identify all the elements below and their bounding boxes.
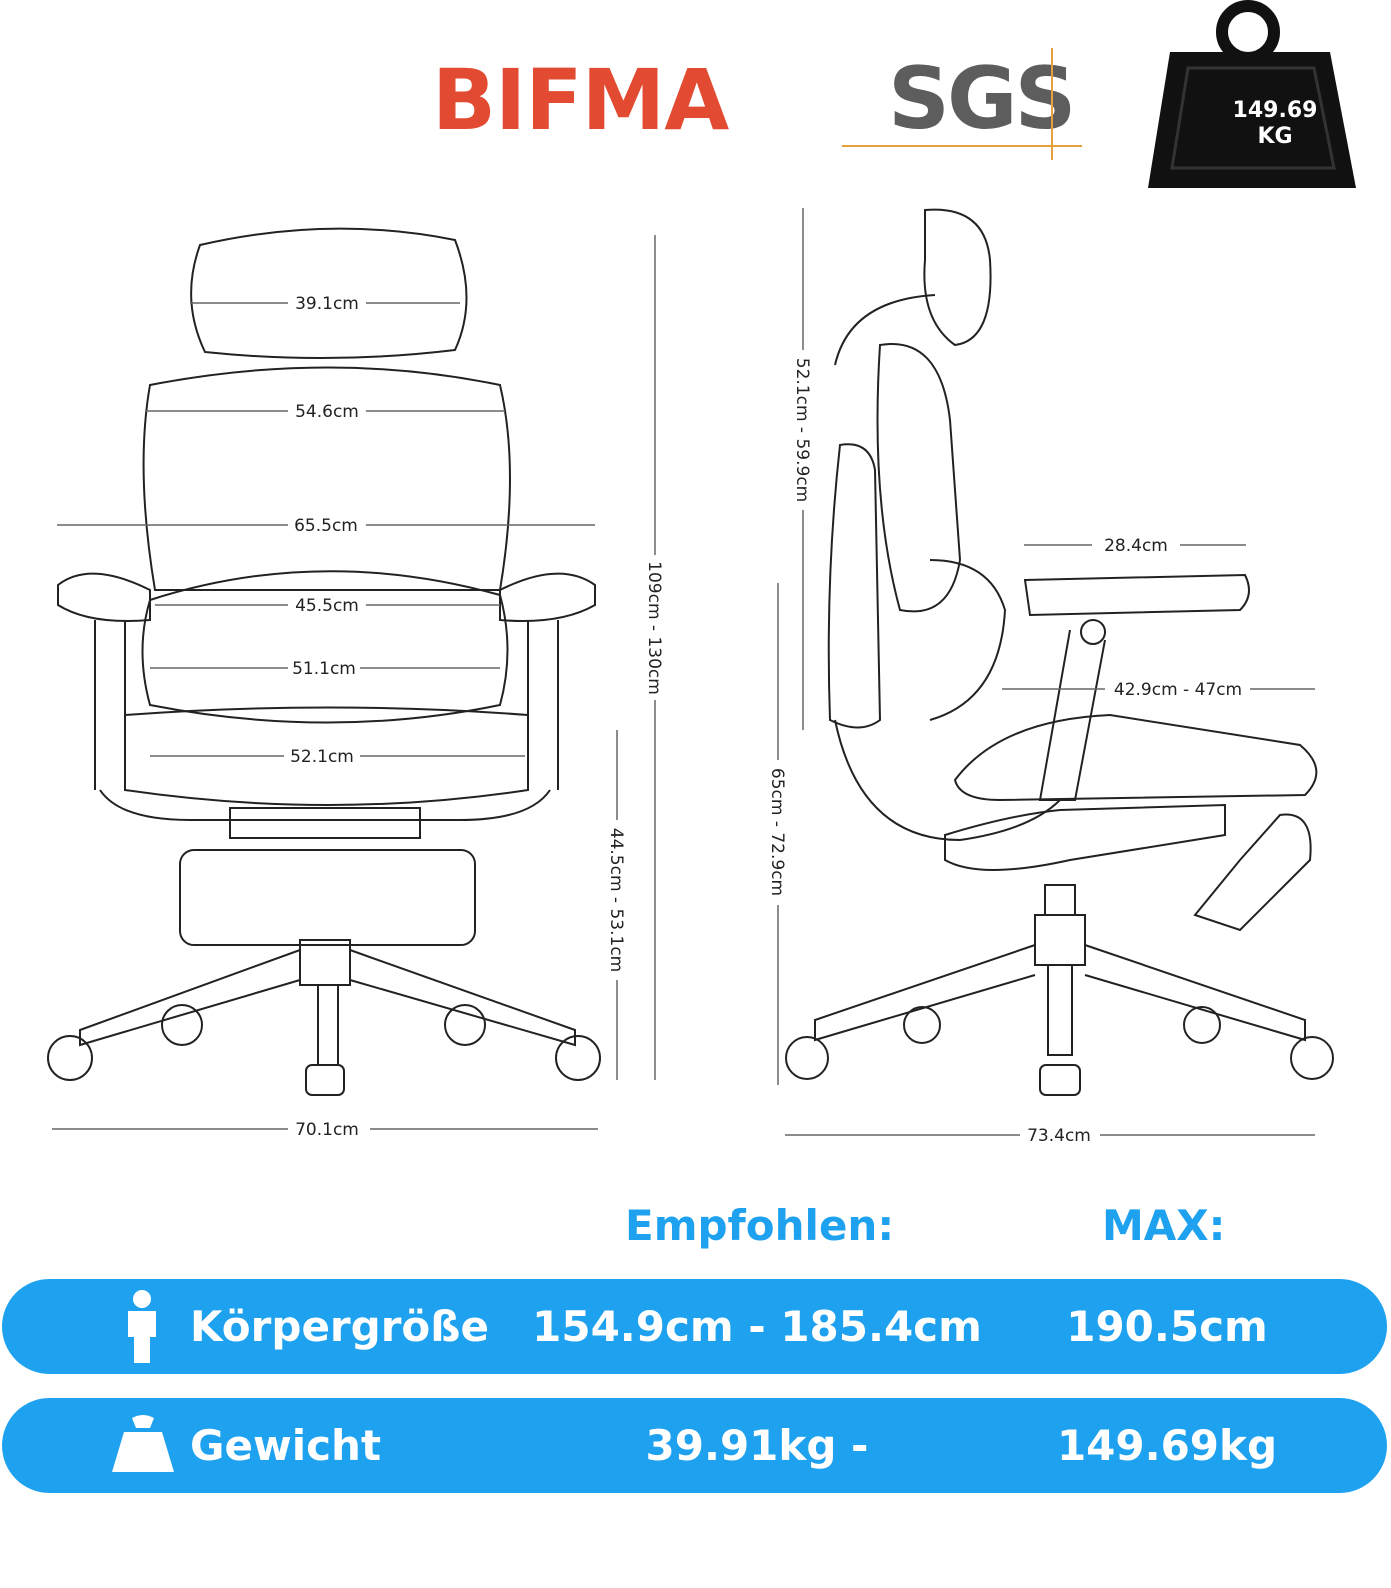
dim-total-height: 109cm - 130cm [644, 561, 664, 695]
sgs-logo: SGS [888, 49, 1076, 149]
table-row-height: Körpergröße 154.9cm - 185.4cm 190.5cm [2, 1279, 1387, 1374]
dim-seat-height: 44.5cm - 53.1cm [606, 828, 626, 972]
weight-bag-icon [112, 1415, 174, 1472]
weight-unit: KG [1257, 124, 1293, 149]
front-dimension-lines [52, 235, 656, 1130]
row-range: 39.91kg - 149.69kg [645, 1421, 869, 1565]
row-range: 154.9cm - 185.4cm [532, 1302, 982, 1351]
table-row-weight: Gewicht 39.91kg - 149.69kg 149.69kg [2, 1398, 1387, 1565]
sgs-underline [842, 145, 1082, 147]
dim-back-width: 54.6cm [295, 402, 359, 422]
front-chair-outline [47, 227, 601, 1096]
row-max: 149.69kg [1056, 1421, 1278, 1470]
person-icon [128, 1290, 156, 1363]
side-dimension-lines [777, 208, 1315, 1136]
dim-lumbar-width: 45.5cm [295, 596, 359, 616]
weight-label: 149.69 KG [1165, 98, 1385, 150]
bifma-logo: BIFMA [432, 51, 729, 149]
dim-headrest-width: 39.1cm [295, 294, 359, 314]
side-chair-outline [785, 208, 1334, 1096]
dim-base-depth: 73.4cm [1027, 1126, 1091, 1146]
dim-arm-height: 65cm - 72.9cm [767, 768, 787, 896]
dim-armrest-length: 28.4cm [1104, 536, 1168, 556]
weight-icon [1148, 0, 1356, 188]
dim-seat-depth: 42.9cm - 47cm [1114, 680, 1242, 700]
dim-seat-width-top: 51.1cm [292, 659, 356, 679]
chair-dimension-drawing: 39.1cm 54.6cm 65.5cm 45.5cm 51.1cm 52.1c… [47, 208, 1334, 1146]
header-recommended: Empfohlen: [625, 1201, 895, 1250]
weight-value: 149.69 [1232, 98, 1318, 123]
row-label: Gewicht [190, 1421, 382, 1470]
dim-seat-width: 52.1cm [290, 747, 354, 767]
sgs-vertical-line [1051, 48, 1053, 160]
dim-back-height: 52.1cm - 59.9cm [792, 358, 812, 502]
row-label: Körpergröße [190, 1302, 489, 1351]
row-max: 190.5cm [1066, 1302, 1268, 1351]
dim-armrest-span: 65.5cm [294, 516, 358, 536]
header-max: MAX: [1102, 1201, 1226, 1250]
dim-base-width: 70.1cm [295, 1120, 359, 1140]
